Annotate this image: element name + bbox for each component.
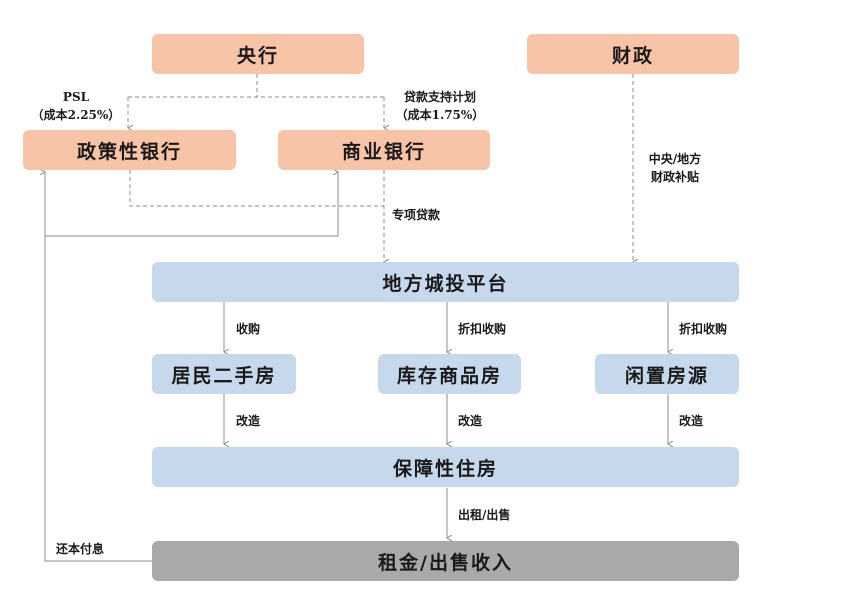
- label-fiscal-subsidy: 中央/地方 财政补贴: [640, 150, 710, 186]
- node-label: 政策性银行: [76, 140, 182, 163]
- label-acquire: 收购: [236, 322, 261, 336]
- node-commercial-bank: 商业银行: [278, 130, 490, 170]
- label-discount-acquire-1: 折扣收购: [458, 322, 507, 336]
- label-loan-support-name: 贷款支持计划: [403, 90, 476, 104]
- label-subsidy-line1: 中央/地方: [648, 152, 702, 166]
- node-label: 居民二手房: [171, 364, 277, 387]
- node-policy-bank: 政策性银行: [23, 130, 236, 170]
- policy-bank-special-loan-line: [129, 170, 384, 207]
- label-renovate-2: 改造: [458, 414, 483, 428]
- label-discount-acquire-2: 折扣收购: [679, 322, 728, 336]
- node-lgfv-platform: 地方城投平台: [152, 262, 739, 302]
- label-renovate-3: 改造: [679, 414, 704, 428]
- repay-line-commercial: [45, 172, 338, 237]
- label-psl-name: PSL: [62, 90, 90, 104]
- node-central-bank: 央行: [152, 34, 364, 74]
- label-loan-support: 贷款支持计划 （成本1.75%）: [390, 88, 490, 124]
- label-rent-sell: 出租/出售: [458, 508, 511, 522]
- label-repay: 还本付息: [56, 542, 105, 556]
- node-label: 保障性住房: [392, 457, 498, 480]
- dash-central-bank-split: [128, 74, 386, 98]
- node-label: 租金/出售收入: [378, 551, 513, 574]
- repay-line-policy: [45, 172, 152, 562]
- label-subsidy-line2: 财政补贴: [650, 170, 699, 184]
- label-psl-cost: （成本2.25%）: [31, 108, 121, 122]
- node-label: 央行: [236, 44, 279, 67]
- label-psl: PSL （成本2.25%）: [28, 88, 124, 124]
- node-label: 地方城投平台: [382, 272, 509, 295]
- label-loan-support-cost: （成本1.75%）: [395, 108, 485, 122]
- node-label: 财政: [611, 44, 654, 67]
- node-inventory-housing: 库存商品房: [378, 354, 521, 394]
- node-idle-housing: 闲置房源: [595, 354, 739, 394]
- node-label: 商业银行: [341, 140, 426, 163]
- node-rent-sale-income: 租金/出售收入: [152, 541, 739, 581]
- label-special-loan: 专项贷款: [392, 208, 441, 222]
- node-affordable-housing: 保障性住房: [152, 447, 739, 487]
- node-label: 闲置房源: [624, 364, 709, 387]
- node-resident-secondhand: 居民二手房: [152, 354, 296, 394]
- node-finance: 财政: [527, 34, 739, 74]
- node-label: 库存商品房: [396, 364, 502, 387]
- label-renovate-1: 改造: [236, 414, 261, 428]
